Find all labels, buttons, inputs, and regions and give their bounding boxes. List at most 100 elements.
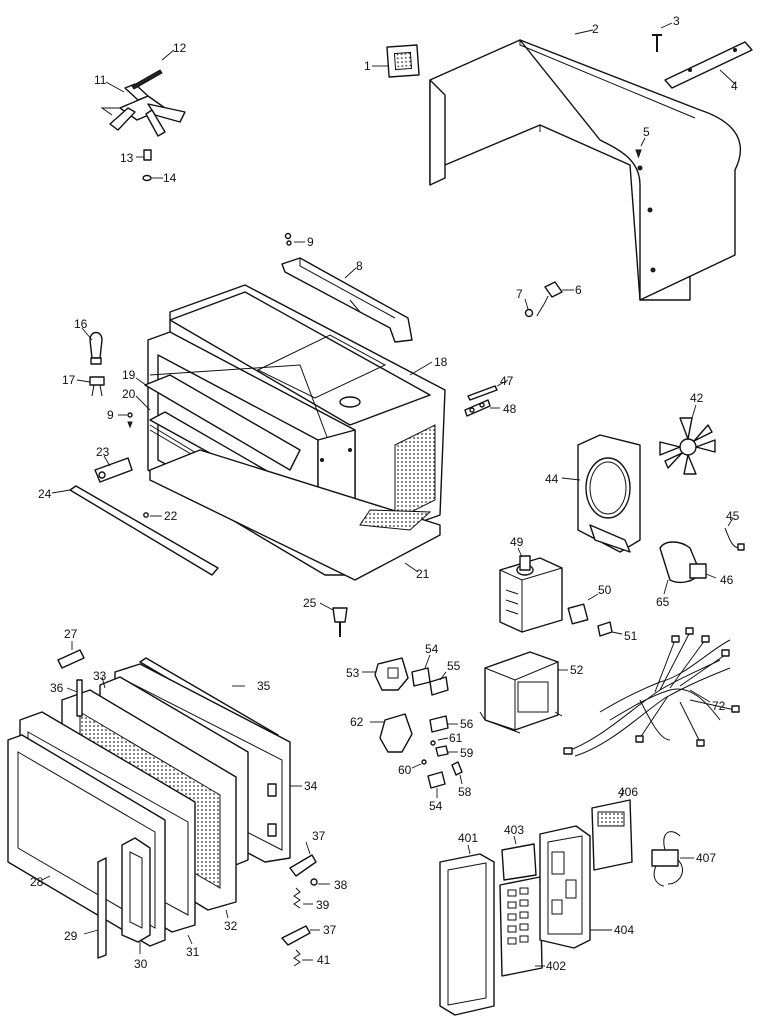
label-35: 35 <box>257 679 271 693</box>
label-59: 59 <box>460 746 474 760</box>
label-6: 6 <box>575 283 582 297</box>
label-49: 49 <box>510 535 524 549</box>
label-41: 41 <box>317 953 331 967</box>
part-406-power-board <box>591 789 633 871</box>
label-19: 19 <box>122 368 136 382</box>
label-54-top: 54 <box>425 642 439 656</box>
part-labels: 1 2 3 4 5 6 7 8 9 9 11 12 13 14 16 17 18… <box>30 14 740 973</box>
part-19-shelf <box>135 374 301 471</box>
part-5-screw <box>635 137 646 159</box>
part-37-latch-lever-bottom <box>281 925 320 946</box>
part-22-screw <box>143 512 162 518</box>
label-404: 404 <box>614 923 634 937</box>
label-44: 44 <box>545 472 559 486</box>
part-17-lamp-socket <box>76 376 105 397</box>
part-27-latch-hook <box>57 641 85 669</box>
part-38-pin <box>310 878 330 886</box>
part-12-stirrer-shaft <box>131 49 175 90</box>
label-31: 31 <box>186 945 200 959</box>
label-14: 14 <box>163 171 177 185</box>
part-51-fuse-clip <box>597 621 623 637</box>
part-21-base-plate <box>149 449 441 581</box>
part-403-display-window <box>501 835 537 881</box>
part-46-fan-motor <box>659 541 717 584</box>
part-25-foot <box>319 602 348 637</box>
part-6-thermal-cutout <box>536 281 574 317</box>
label-37-bottom: 37 <box>323 923 337 937</box>
label-401: 401 <box>458 831 478 845</box>
part-65-motor-bracket <box>663 579 669 595</box>
label-47: 47 <box>500 374 514 388</box>
part-2-outer-cabinet <box>429 29 742 301</box>
part-14-washer <box>142 174 163 182</box>
label-407: 407 <box>696 851 716 865</box>
part-62-switch-holder <box>370 713 413 753</box>
part-61-screw <box>430 737 449 746</box>
label-7: 7 <box>516 287 523 301</box>
label-36: 36 <box>50 681 64 695</box>
label-33: 33 <box>93 669 107 683</box>
label-29: 29 <box>64 929 78 943</box>
part-9-screw-side <box>118 412 133 429</box>
label-1: 1 <box>364 59 371 73</box>
label-53: 53 <box>346 666 360 680</box>
part-54-switch-top <box>411 654 431 687</box>
part-54-switch-bottom <box>427 771 446 798</box>
label-23: 23 <box>96 445 110 459</box>
label-42: 42 <box>690 391 704 405</box>
part-53-switch-holder <box>362 657 409 691</box>
label-5: 5 <box>643 125 650 139</box>
part-44-fan-shroud <box>561 434 641 553</box>
part-48-bracket <box>464 399 500 417</box>
label-9-top: 9 <box>307 235 314 249</box>
part-24-hinge-strip <box>51 485 219 576</box>
label-13: 13 <box>120 151 134 165</box>
part-407-relay-harness <box>651 831 694 887</box>
label-403: 403 <box>504 823 524 837</box>
label-18: 18 <box>434 355 448 369</box>
label-52: 52 <box>570 663 584 677</box>
part-60-screw <box>411 759 427 769</box>
part-39-spring <box>293 887 313 909</box>
part-13-pulley <box>136 149 152 161</box>
label-46: 46 <box>720 573 734 587</box>
part-49-magnetron <box>499 547 563 633</box>
label-402: 402 <box>546 959 566 973</box>
label-406: 406 <box>618 785 638 799</box>
part-50-thermal-switch <box>567 593 599 625</box>
part-72-wire-harness <box>563 627 740 757</box>
label-32: 32 <box>224 919 238 933</box>
label-9-side: 9 <box>107 408 114 422</box>
label-58: 58 <box>458 785 472 799</box>
label-56: 56 <box>460 717 474 731</box>
label-28: 28 <box>30 875 44 889</box>
part-7-nut <box>524 298 534 318</box>
label-12: 12 <box>173 41 187 55</box>
label-61: 61 <box>449 731 463 745</box>
part-55-switch <box>429 671 449 696</box>
label-55: 55 <box>447 659 461 673</box>
part-4-bracket <box>664 41 753 89</box>
label-17: 17 <box>62 373 76 387</box>
label-54-bottom: 54 <box>429 799 443 813</box>
part-42-fan-blade <box>659 404 716 475</box>
label-62: 62 <box>350 715 364 729</box>
part-29-handle-trim <box>83 857 107 959</box>
part-45-wire <box>724 517 745 551</box>
label-27: 27 <box>64 627 78 641</box>
label-24: 24 <box>38 487 52 501</box>
label-21: 21 <box>416 567 430 581</box>
label-60: 60 <box>398 763 412 777</box>
label-25: 25 <box>303 596 317 610</box>
part-8-waveguide <box>281 257 413 343</box>
part-3-screw <box>652 22 673 52</box>
part-16-lamp <box>81 327 103 365</box>
part-402-keypad <box>499 876 545 977</box>
label-37-top: 37 <box>312 829 326 843</box>
part-9-screw-top <box>284 232 305 246</box>
label-4: 4 <box>731 79 738 93</box>
part-23-latch-bracket <box>94 455 133 483</box>
label-11: 11 <box>94 73 107 87</box>
part-1-gasket <box>372 44 420 78</box>
